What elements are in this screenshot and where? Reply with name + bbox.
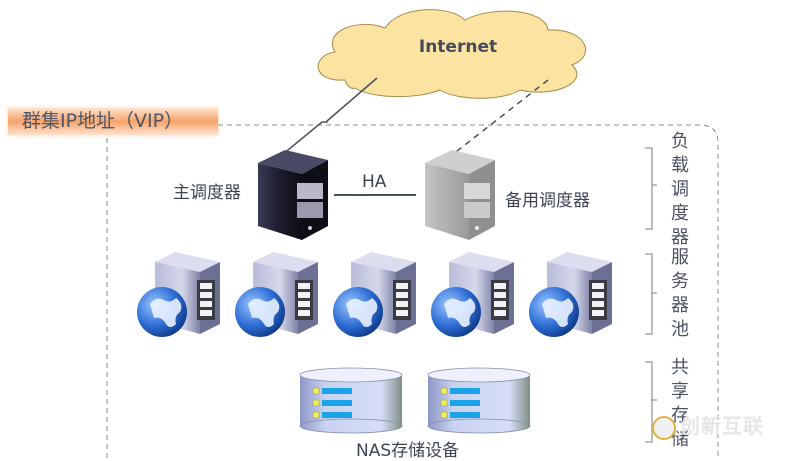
watermark-logo-icon bbox=[652, 415, 676, 440]
web-server-icon bbox=[431, 252, 514, 337]
tier-label-scheduler: 负载调度器 bbox=[671, 131, 689, 248]
tier-brackets bbox=[645, 147, 657, 443]
primary-scheduler-label: 主调度器 bbox=[173, 183, 241, 203]
web-server-icon bbox=[235, 252, 318, 337]
backup-uplink bbox=[451, 79, 549, 156]
web-server-icon bbox=[137, 252, 220, 337]
nas-disk-icon bbox=[299, 367, 403, 434]
primary-scheduler-icon bbox=[258, 150, 328, 240]
internet-cloud: Internet bbox=[317, 9, 586, 99]
bracket-scheduler bbox=[645, 147, 657, 230]
backup-scheduler-label: 备用调度器 bbox=[505, 191, 590, 211]
storage-label: NAS存储设备 bbox=[356, 441, 460, 461]
bracket-pool bbox=[645, 253, 657, 335]
backup-scheduler-icon bbox=[425, 150, 495, 240]
web-server-icon bbox=[529, 252, 612, 337]
cluster-vip-label: 群集IP地址（VIP） bbox=[8, 108, 218, 135]
tier-label-storage: 共享存储 bbox=[671, 357, 689, 450]
web-server-icon bbox=[333, 252, 416, 337]
cluster-boundary bbox=[106, 124, 719, 458]
watermark-text: 创新互联 bbox=[680, 414, 764, 438]
internet-label: Internet bbox=[419, 37, 497, 57]
primary-uplink bbox=[281, 77, 378, 156]
watermark: 创新互联 bbox=[652, 410, 764, 440]
tier-label-pool: 服务器池 bbox=[671, 247, 689, 340]
ha-label: HA bbox=[362, 172, 387, 192]
nas-disk-icon bbox=[427, 367, 531, 434]
bracket-storage bbox=[645, 361, 657, 443]
